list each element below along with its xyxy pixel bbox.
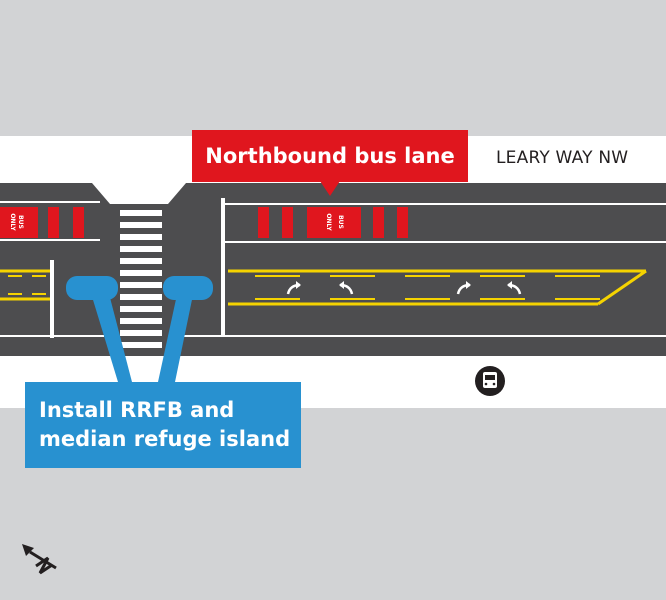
median-dashed-left: [8, 275, 50, 295]
median-yellow-left: [0, 269, 50, 301]
left-turn-arrow-icon: [286, 281, 301, 295]
bus-only-text-left-2: BUS: [17, 215, 24, 229]
bus-stop-icon: [475, 366, 505, 396]
median-taper: [597, 269, 647, 306]
bus-only-text-right-2: BUS: [337, 215, 344, 229]
median-refuge-island: [163, 276, 213, 300]
rrfb-callout: Install RRFB and median refuge island: [25, 382, 301, 468]
bus-only-text-right-1: ONLY: [325, 213, 332, 231]
crosswalk: [120, 210, 162, 348]
callout-leader-left: [90, 290, 132, 382]
callout-pointer: [320, 181, 340, 196]
bus-only-text-left-1: ONLY: [9, 213, 16, 231]
left-turn-arrow-icon: [456, 281, 471, 295]
callout-leader-right: [158, 290, 194, 382]
left-turn-arrow-icon: [339, 281, 354, 295]
left-turn-arrow-icon: [507, 281, 522, 295]
bus-lane-callout: Northbound bus lane: [192, 130, 468, 182]
median-refuge-island: [66, 276, 118, 300]
bus-lane-markings-left: [0, 207, 84, 238]
rrfb-callout-line1: Install RRFB and: [39, 398, 235, 422]
street-name-label: LEARY WAY NW: [496, 148, 629, 168]
bus-lane-markings-right: [258, 207, 408, 238]
north-arrow-icon: [22, 544, 57, 575]
rrfb-callout-line2: median refuge island: [39, 427, 291, 451]
